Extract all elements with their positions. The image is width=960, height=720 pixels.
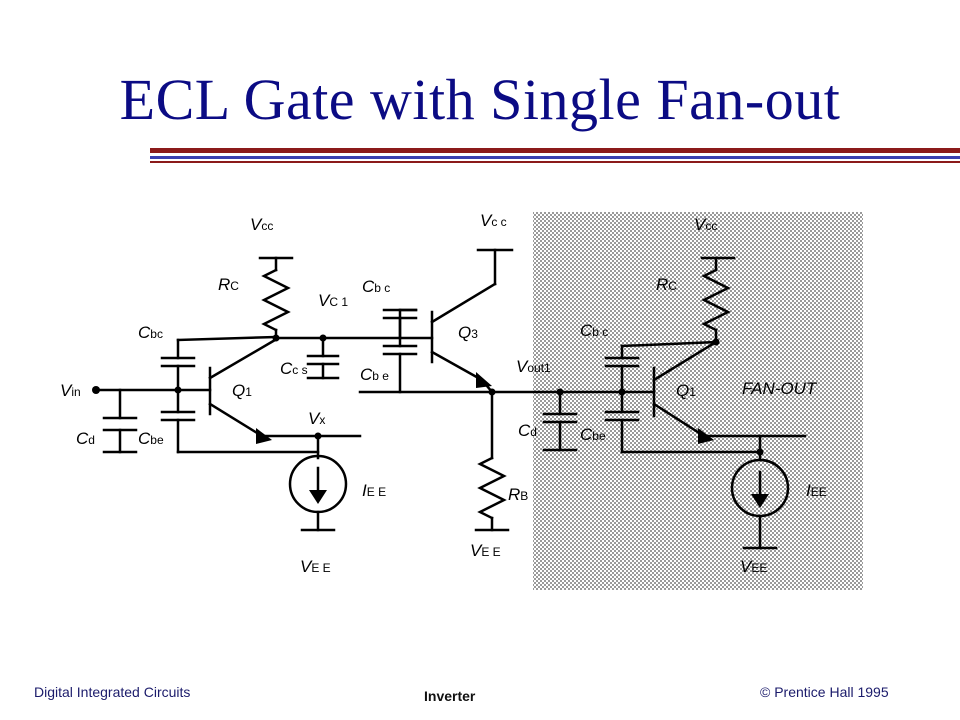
- title-rule-middle: [150, 156, 960, 159]
- input-wiring: [95, 335, 320, 454]
- q1-emitter-arrow: [256, 428, 272, 444]
- label-rc-1: RC: [218, 275, 239, 294]
- title-rule-bottom: [150, 161, 960, 163]
- fanout-shaded-region: [533, 212, 863, 590]
- label-cbe-1: Cbe: [138, 429, 164, 448]
- label-vee-3: VEE: [740, 557, 767, 576]
- iee-current-source: [288, 454, 348, 532]
- q1-transistor: [208, 338, 277, 438]
- footer-section: Inverter: [424, 688, 476, 704]
- vx-wiring: [260, 434, 362, 460]
- q3-emitter-arrow: [476, 372, 492, 388]
- cd-input-capacitor: [102, 416, 138, 432]
- label-vc1: VC 1: [318, 291, 348, 310]
- iee-arrowhead: [309, 490, 327, 504]
- q3-wiring: [358, 248, 562, 394]
- label-q1-fanout: Q1: [676, 381, 696, 400]
- label-cd-2: Cd: [518, 421, 537, 440]
- label-q3: Q3: [458, 323, 478, 342]
- label-vx: Vx: [308, 409, 325, 428]
- label-rc-2: RC: [656, 275, 677, 294]
- label-vcc-3: Vcc: [694, 215, 717, 234]
- cbe-capacitor-q1: [160, 410, 196, 422]
- label-cbc-2: Cb c: [362, 277, 390, 296]
- iee-fanout-arrowhead: [751, 494, 769, 508]
- cd-output-capacitor: [542, 390, 578, 452]
- vin-terminal: [92, 386, 100, 394]
- label-cd-1: Cd: [76, 429, 95, 448]
- fanout-emitter-arrow: [698, 428, 714, 444]
- label-vin: Vin: [60, 381, 81, 400]
- rc-resistor-q1: [258, 256, 294, 340]
- label-cbe-3: Cbe: [580, 425, 606, 444]
- label-ccs: Cc s: [280, 359, 308, 378]
- label-cbc-1: Cbc: [138, 323, 163, 342]
- label-q1: Q1: [232, 381, 252, 400]
- label-iee-1: IE E: [362, 481, 386, 500]
- schematic-labels: Vcc Vc c Vcc RC RC VC 1 Cbc Cb c Cb c Cc…: [60, 211, 827, 576]
- label-vcc-2: Vc c: [480, 211, 507, 230]
- fanout-wiring: [558, 256, 807, 550]
- label-vcc-1: Vcc: [250, 215, 273, 234]
- label-vee-1: VE E: [300, 557, 331, 576]
- label-rb: RB: [508, 485, 528, 504]
- label-cbc-3: Cb c: [580, 321, 608, 340]
- rb-resistor: [474, 390, 510, 532]
- title-rule-top: [150, 148, 960, 153]
- label-cbe-2: Cb e: [360, 365, 389, 384]
- label-vee-2: VE E: [470, 541, 501, 560]
- slide-title: ECL Gate with Single Fan-out: [119, 67, 841, 132]
- footer-copyright: © Prentice Hall 1995: [760, 684, 889, 700]
- label-fanout: FAN-OUT: [742, 379, 818, 398]
- cbc-capacitor-q1: [160, 356, 196, 368]
- footer-course: Digital Integrated Circuits: [34, 684, 191, 700]
- label-iee-2: IEE: [806, 481, 827, 500]
- label-vout1: Vout1: [516, 357, 551, 376]
